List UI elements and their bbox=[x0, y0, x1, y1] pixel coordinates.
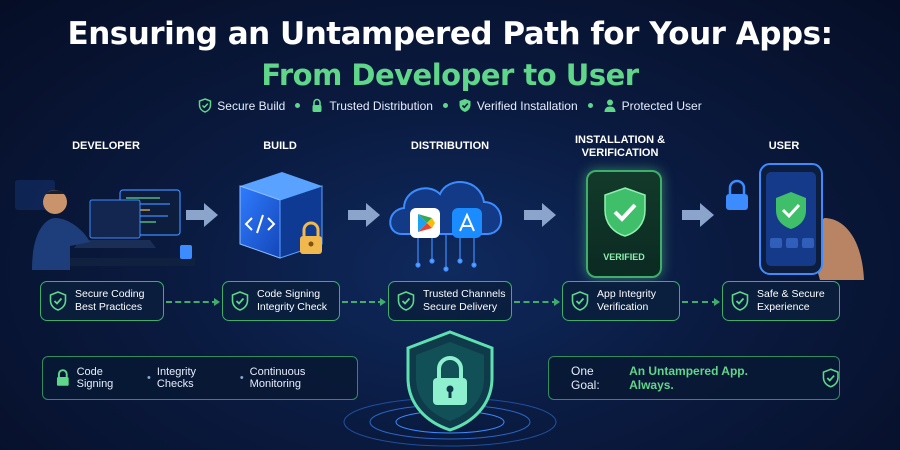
shield-check-icon bbox=[776, 192, 806, 229]
pillar-label: Trusted Distribution bbox=[329, 98, 433, 113]
pillar-verified-installation: Verified Installation bbox=[458, 98, 578, 113]
shield-check-icon bbox=[571, 291, 589, 311]
card-line: Integrity Check bbox=[257, 301, 328, 313]
shield-check-icon bbox=[822, 368, 839, 388]
stage-label-user: USER bbox=[768, 140, 800, 152]
flow-arrow-3 bbox=[524, 203, 556, 227]
bottom-item: Integrity Checks bbox=[156, 366, 197, 390]
card-line: Best Practices bbox=[75, 301, 143, 313]
central-shield bbox=[343, 330, 557, 447]
pillars-row: Secure Build Trusted Distribution Verifi… bbox=[0, 98, 900, 113]
pillar-separator-dot bbox=[587, 103, 593, 108]
dashed-connector-2 bbox=[342, 298, 386, 306]
shield-check-icon bbox=[604, 187, 646, 237]
bottom-separator: • bbox=[239, 372, 244, 384]
goal-highlight: An Untampered App. Always. bbox=[629, 364, 748, 392]
bottom-item: Code Signing bbox=[76, 366, 114, 390]
app-store-icon bbox=[452, 208, 482, 238]
dashed-connector-1 bbox=[166, 298, 220, 306]
pillar-trusted-distribution: Trusted Distribution bbox=[310, 98, 433, 113]
stage-label-installation: INSTALLATION & VERIFICATION bbox=[550, 134, 690, 160]
stage-label-distribution: DISTRIBUTION bbox=[410, 140, 490, 152]
card-line: Safe & Secure bbox=[757, 288, 825, 300]
goal-prefix: One Goal: bbox=[571, 364, 600, 392]
build-illustration bbox=[239, 172, 323, 259]
shield-check-icon bbox=[49, 291, 67, 311]
title-line-1: Ensuring an Untampered Path for Your App… bbox=[67, 16, 833, 52]
bottom-separator: • bbox=[147, 372, 151, 384]
card-line: Verification bbox=[597, 301, 649, 313]
dashed-connector-4 bbox=[682, 298, 720, 306]
lock-icon bbox=[726, 179, 748, 210]
dashed-connector-3 bbox=[514, 298, 560, 306]
card-line: App Integrity bbox=[597, 288, 656, 300]
pillar-label: Protected User bbox=[621, 98, 702, 113]
shield-check-icon bbox=[459, 99, 471, 112]
pillar-label: Secure Build bbox=[217, 98, 286, 113]
card-line: Secure Delivery bbox=[423, 301, 498, 313]
lock-icon bbox=[312, 98, 322, 112]
pillar-separator-dot bbox=[295, 103, 301, 108]
developer-illustration bbox=[15, 180, 195, 270]
code-icon bbox=[244, 214, 276, 234]
lock-icon bbox=[300, 221, 322, 254]
verified-badge: VERIFIED bbox=[603, 252, 645, 262]
flow-arrow-2 bbox=[348, 203, 380, 227]
shield-check-icon bbox=[731, 291, 749, 311]
lock-icon bbox=[56, 369, 69, 386]
pillar-secure-build: Secure Build bbox=[198, 98, 285, 113]
verified-phone: VERIFIED bbox=[586, 170, 662, 278]
pillar-label: Verified Installation bbox=[476, 98, 578, 113]
user-icon bbox=[604, 99, 616, 112]
card-line: Code Signing bbox=[257, 288, 321, 300]
shield-check-icon bbox=[199, 98, 212, 113]
play-store-icon bbox=[410, 208, 440, 238]
card-line: Secure Coding bbox=[75, 288, 145, 300]
bottom-right-box: One Goal: An Untampered App. Always. bbox=[548, 356, 840, 400]
distribution-illustration bbox=[389, 181, 503, 272]
stage-label-line: VERIFICATION bbox=[581, 147, 659, 159]
stage-label-line: INSTALLATION & bbox=[574, 134, 666, 146]
stage-label-developer: DEVELOPER bbox=[72, 140, 140, 152]
stage-label-build: BUILD bbox=[263, 140, 297, 152]
card-line: Experience bbox=[757, 301, 810, 313]
lock-icon bbox=[433, 356, 467, 405]
pillar-protected-user: Protected User bbox=[603, 98, 702, 113]
flow-arrow-4 bbox=[682, 203, 714, 227]
user-illustration bbox=[726, 163, 864, 280]
pillar-separator-dot bbox=[442, 103, 448, 108]
card-line: Trusted Channels bbox=[423, 288, 506, 300]
title-line-2: From Developer to User bbox=[261, 58, 639, 92]
flow-arrow-1 bbox=[186, 203, 218, 227]
bottom-item: Continuous Monitoring bbox=[249, 366, 306, 390]
bottom-left-box: Code Signing • Integrity Checks • Contin… bbox=[42, 356, 358, 400]
shield-check-icon bbox=[397, 291, 415, 311]
shield-check-icon bbox=[231, 291, 249, 311]
